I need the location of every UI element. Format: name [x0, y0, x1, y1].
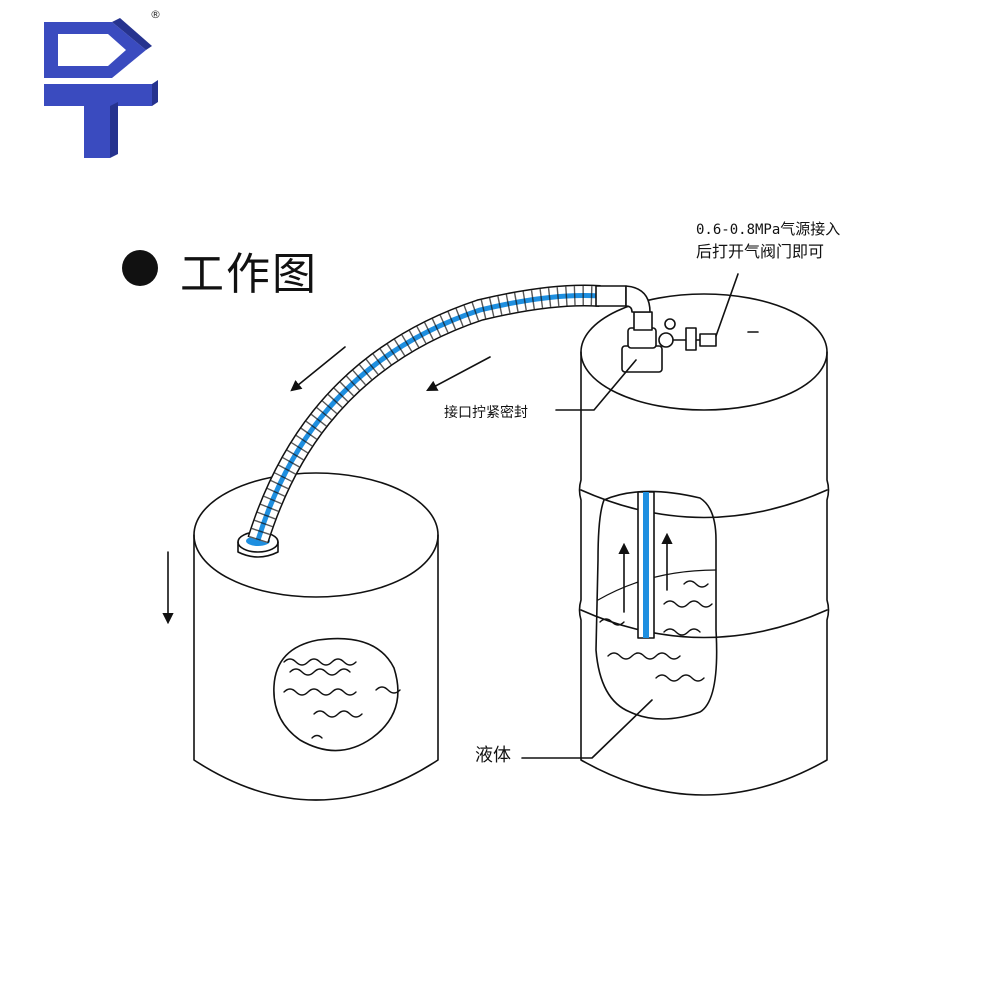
air-supply-label: 0.6-0.8MPa气源接入 后打开气阀门即可	[696, 218, 840, 263]
flow-arrow-icon	[162, 346, 491, 625]
seal-label: 接口拧紧密封	[444, 405, 528, 421]
source-drum	[578, 293, 830, 796]
air-supply-line2: 后打开气阀门即可	[696, 242, 825, 261]
liquid-window	[273, 637, 399, 752]
pump-icon	[621, 311, 717, 373]
liquid-label: 液体	[475, 745, 511, 766]
title-bullet	[122, 250, 158, 286]
air-supply-text: 气源接入	[780, 220, 841, 238]
receiving-barrel	[193, 472, 439, 801]
wave-icon	[599, 580, 713, 682]
page-title: 工作图	[180, 249, 318, 300]
wave-icon	[283, 658, 401, 739]
transfer-hose	[247, 284, 651, 544]
leader-lines	[521, 273, 739, 759]
pressure-value: 0.6-0.8MPa	[696, 222, 781, 238]
registered-mark: ®	[150, 8, 161, 21]
cutaway-window	[595, 490, 718, 720]
logo-icon	[44, 18, 158, 158]
